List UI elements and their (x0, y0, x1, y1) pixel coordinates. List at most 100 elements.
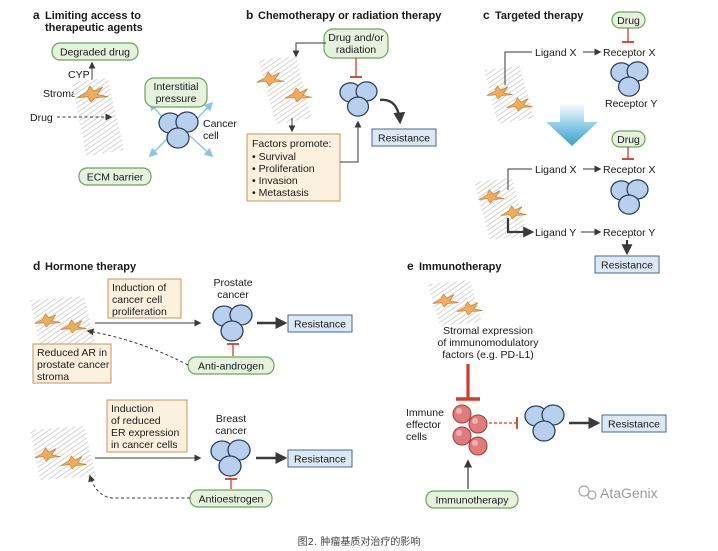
c-resistance-box (594, 255, 660, 274)
panel-d: d Hormone therapy Induction of cancer ce… (30, 259, 353, 508)
d-induction2-line4: in cancer cells (111, 439, 178, 451)
e-resistance-box (601, 414, 667, 433)
c-receptor-x-top: Receptor X (603, 47, 656, 59)
drug-radiation-line2: radiation (336, 44, 376, 56)
cancer-cell-line1: Cancer (203, 118, 237, 130)
immune-cell-3 (452, 426, 472, 446)
reduced-ar-line1: Reduced AR in (37, 347, 107, 359)
immunotherapy-box (425, 490, 519, 509)
c-drug-bottom-label: Drug (617, 134, 640, 146)
c-receptor-y-bottom: Receptor Y (603, 227, 655, 239)
panel-e-title: Immunotherapy (419, 261, 502, 273)
c-bottom-cluster (610, 179, 649, 215)
degraded-drug-box (51, 42, 139, 61)
d-resistance-top-box (287, 314, 353, 333)
drug-label: Drug (30, 112, 53, 124)
factor-invasion: • Invasion (252, 175, 298, 187)
d-resistance-bottom-box (287, 449, 353, 468)
immune-cell-2 (468, 414, 488, 434)
prostate-line2: cancer (217, 289, 249, 301)
c-receptor-y-top: Receptor Y (605, 98, 657, 110)
c-ligand-x-top: Ligand X (535, 47, 576, 59)
prostate-cluster (212, 304, 253, 342)
drug-to-stroma-arrow (292, 42, 326, 58)
panel-c-title: Targeted therapy (495, 10, 584, 22)
b-resistance-box (371, 128, 437, 147)
anti-androgen-label: Anti-androgen (198, 361, 264, 373)
degraded-drug-label: Degraded drug (60, 47, 130, 59)
panel-b-title: Chemotherapy or radiation therapy (258, 10, 442, 22)
stroma-label: Stroma (43, 88, 77, 100)
c-top-cluster (610, 61, 649, 97)
e-immune-line2: effector (406, 419, 441, 431)
panel-b: b Chemotherapy or radiation therapy Drug… (246, 8, 442, 202)
c-top-stroma-line (504, 51, 532, 85)
panel-a-letter: a (33, 8, 40, 22)
d-bottom-stripes (30, 426, 96, 480)
interstitial-pressure-box (144, 77, 208, 108)
breast-cluster (210, 439, 251, 477)
factors-title: Factors promote: (252, 138, 331, 150)
e-resistance-label: Resistance (608, 419, 660, 431)
d-induction2-line3: ER expression (111, 427, 179, 439)
d-resistance-bottom-label: Resistance (294, 454, 346, 466)
reduced-ar-line2: prostate cancer (37, 359, 110, 371)
breast-line2: cancer (215, 425, 247, 437)
panel-d-title: Hormone therapy (45, 261, 137, 273)
figure-caption: 图2. 肿瘤基质对治疗的影响 (298, 535, 421, 548)
c-drug-top-label: Drug (617, 15, 640, 27)
panel-a-title-line1: Limiting access to (45, 10, 141, 22)
cancer-cell-line2: cell (203, 130, 219, 142)
cancer-cell-cluster-a (158, 111, 199, 149)
drug-radiation-line1: Drug and/or (328, 32, 384, 44)
watermark-logo-icon (578, 485, 597, 500)
d-induction2-box (106, 399, 188, 453)
e-cancer-cluster (524, 404, 565, 442)
panel-e: e Immunotherapy Stromal expression of im… (406, 259, 667, 509)
b-stroma-stripes (258, 56, 312, 124)
prostate-line1: Prostate (213, 277, 252, 289)
panel-c-letter: c (483, 8, 490, 22)
c-receptor-x-bottom: Receptor X (603, 164, 656, 176)
d-induction-line1: Induction of (112, 282, 166, 294)
watermark: AtaGenix (578, 485, 658, 501)
e-immune-line1: Immune (406, 407, 444, 419)
panel-e-letter: e (407, 259, 414, 273)
antioestrogen-label: Antioestrogen (199, 494, 264, 506)
c-bottom-stroma-line-y (506, 218, 535, 238)
breast-line1: Breast (216, 413, 246, 425)
d-top-stripes (30, 296, 96, 348)
anti-androgen-to-stroma-arrow (86, 328, 189, 366)
b-cluster-to-resistance-arrow (379, 98, 406, 125)
e-immune-line3: cells (406, 431, 427, 443)
e-stromal-line3: factors (e.g. PD-L1) (442, 349, 534, 361)
panel-c: c Targeted therapy Drug Ligand X Recepto… (474, 8, 660, 274)
interstitial-line1: Interstitial (154, 81, 199, 93)
cyp-label: CYP (68, 69, 90, 81)
d-induction2-line2: of reduced (111, 415, 161, 427)
b-resistance-label: Resistance (378, 133, 430, 145)
factor-metastasis: • Metastasis (252, 187, 309, 199)
factor-survival: • Survival (252, 151, 296, 163)
antioestrogen-to-stroma-arrow (88, 474, 190, 499)
d-resistance-top-label: Resistance (294, 319, 346, 331)
anti-androgen-box (187, 356, 275, 375)
factors-box (246, 133, 341, 202)
immunotherapy-label: Immunotherapy (436, 495, 510, 507)
c-resistance-label: Resistance (601, 260, 653, 272)
c-ligand-x-bottom: Ligand X (535, 164, 576, 176)
reduced-ar-box (32, 343, 112, 384)
d-induction-box (107, 278, 182, 319)
panel-a-title-line2: therapeutic agents (45, 22, 143, 34)
pressure-arrow-lr (189, 135, 214, 158)
immune-cell-1 (452, 404, 472, 424)
c-bottom-stroma-line-x (507, 168, 532, 190)
d-induction-line2: cancer cell (112, 294, 162, 306)
ecm-barrier-box (78, 167, 152, 186)
c-ligand-y: Ligand Y (535, 227, 576, 239)
d-induction2-line1: Induction (111, 403, 154, 415)
panel-d-letter: d (33, 259, 40, 273)
cancer-cell-cluster-b (339, 81, 378, 117)
factor-proliferation: • Proliferation (252, 163, 315, 175)
